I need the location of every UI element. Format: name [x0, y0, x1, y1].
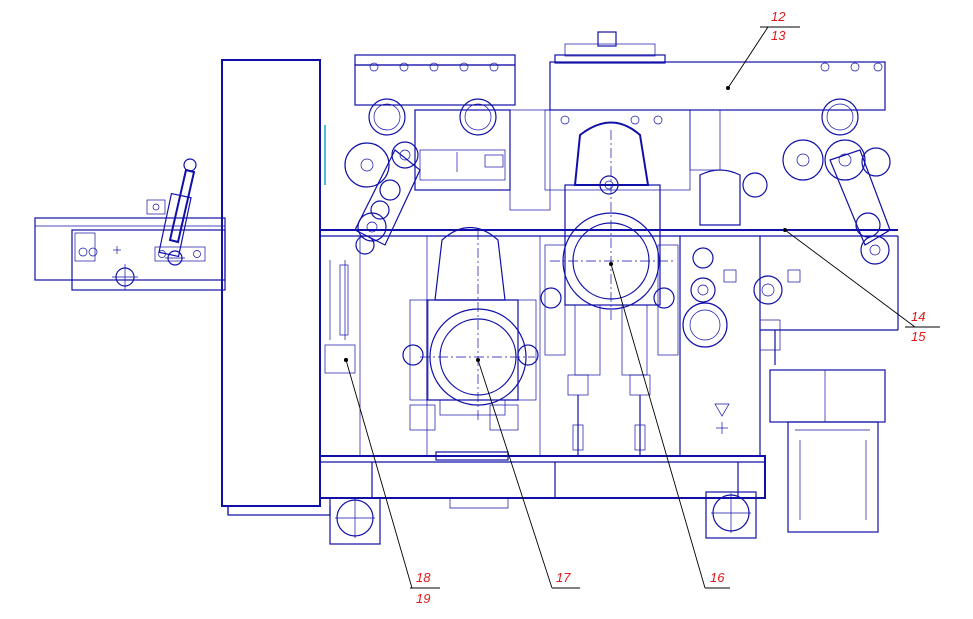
callout-18-19: 18 19 — [344, 358, 440, 606]
left-feed-rollers — [324, 98, 497, 255]
callout-label-14: 14 — [911, 309, 925, 324]
main-frame — [319, 229, 899, 499]
callout-14-15: 14 15 — [783, 228, 940, 344]
callout-label-16: 16 — [710, 570, 725, 585]
electric-motor — [769, 369, 886, 533]
base-wheels — [329, 491, 757, 545]
callout-label-13: 13 — [771, 28, 786, 43]
top-housing — [354, 31, 886, 211]
callout-16: 16 — [609, 262, 730, 589]
callout-label-12: 12 — [771, 9, 786, 24]
callout-label-17: 17 — [556, 570, 571, 585]
top-bolts — [369, 62, 883, 125]
callout-label-19: 19 — [416, 591, 430, 606]
spindle-housing-right — [540, 121, 679, 455]
callout-17: 17 — [476, 358, 580, 589]
hand-lever — [146, 158, 197, 266]
callout-label-15: 15 — [911, 329, 926, 344]
right-feed-rollers — [699, 98, 891, 265]
right-gear-block — [682, 247, 801, 434]
feed-table — [34, 217, 226, 291]
left-column — [221, 59, 331, 516]
spindle-housing-left — [402, 227, 539, 431]
callout-label-18: 18 — [416, 570, 431, 585]
callout-12-13: 12 13 — [727, 9, 800, 89]
